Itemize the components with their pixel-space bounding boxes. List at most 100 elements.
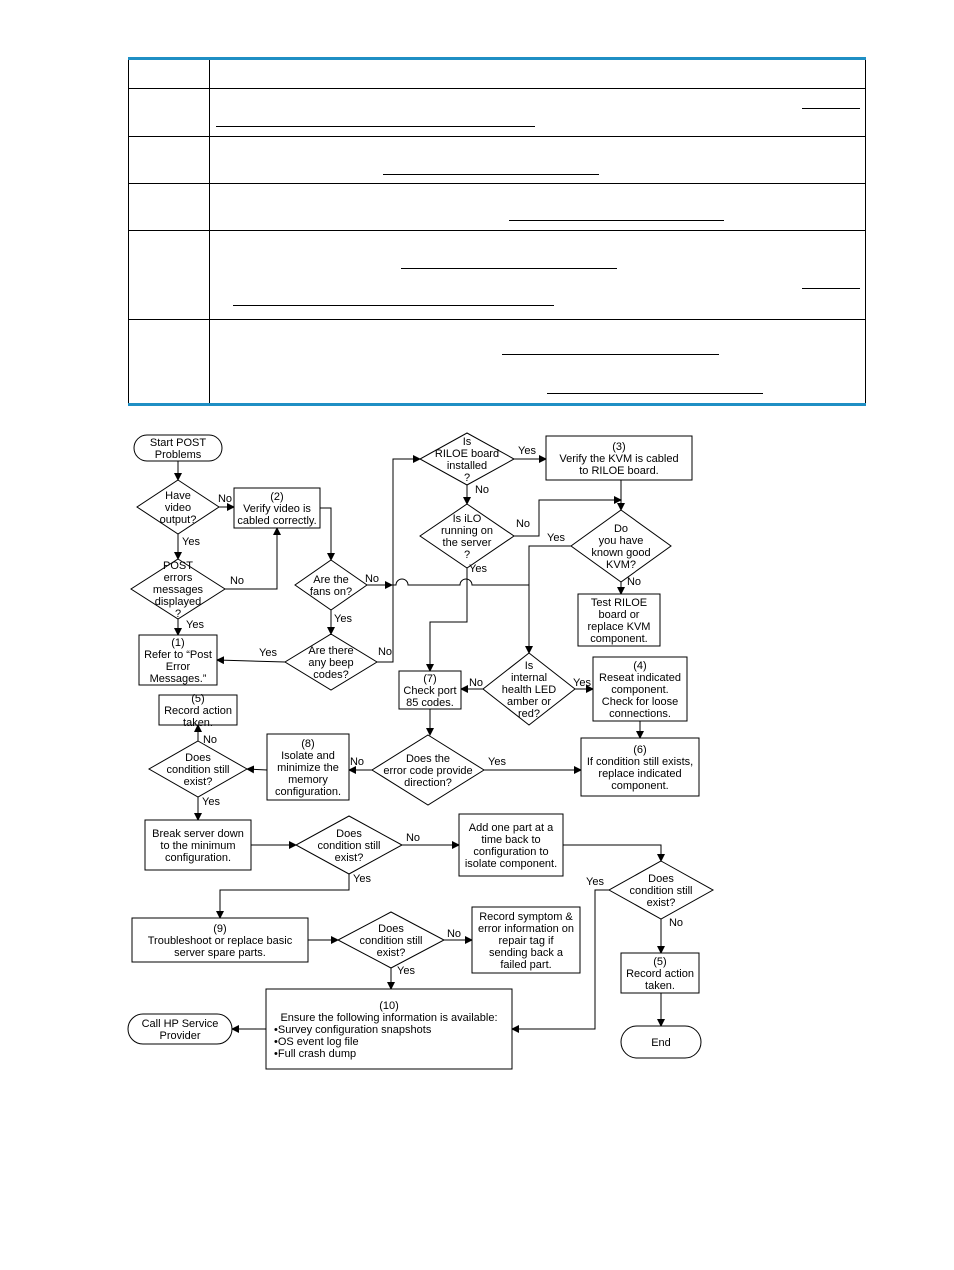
node-text: exist? — [184, 776, 213, 788]
table-link-underline — [216, 126, 535, 127]
table-bottom-border — [128, 403, 866, 406]
node-text: Is iLO — [453, 513, 482, 525]
node-text: Record action — [626, 968, 694, 980]
table-link-underline — [401, 268, 617, 269]
flow-arrow — [320, 507, 335, 561]
node-record-symptom: Record symptom &error information onrepa… — [471, 906, 581, 974]
node-text: memory — [288, 774, 328, 786]
node-text: fans on? — [310, 586, 352, 598]
node-text: internal — [511, 672, 547, 684]
table-link-underline — [802, 108, 860, 109]
node-text: Isolate and — [281, 750, 335, 762]
node-text: configuration to — [473, 846, 548, 858]
table-link-underline — [502, 354, 719, 355]
node-text: installed — [447, 460, 487, 472]
edge-label-no: No — [203, 734, 217, 746]
node-text: the server — [443, 537, 492, 549]
node-text: component. — [611, 684, 668, 696]
table-row-divider — [128, 319, 866, 320]
node-end: End — [620, 1025, 702, 1059]
node-text: POST — [163, 560, 193, 572]
node-text: repair tag if — [498, 935, 554, 947]
node-text: (6) — [633, 744, 646, 756]
node-text: configuration. — [275, 786, 341, 798]
node-text: cabled correctly. — [237, 515, 316, 527]
flow-arrow — [511, 889, 609, 1033]
node-text: Record symptom & — [479, 911, 573, 923]
node-text: sending back a — [489, 947, 564, 959]
table-link-underline — [509, 220, 724, 221]
edge-label-yes: Yes — [573, 677, 591, 689]
edge-label-yes: Yes — [397, 965, 415, 977]
node-text: Verify the KVM is cabled — [559, 453, 678, 465]
node-text: Have — [165, 490, 191, 502]
node-text: (5) — [191, 693, 204, 705]
flow-arrow — [246, 765, 268, 774]
node-text: If condition still exists, — [587, 756, 693, 768]
edge-label-no: No — [218, 493, 232, 505]
edge-label-yes: Yes — [334, 613, 352, 625]
node-text: (3) — [612, 441, 625, 453]
node-text: replace KVM — [588, 621, 651, 633]
node-text: error code provide — [383, 765, 472, 777]
edge-label-no: No — [406, 832, 420, 844]
node-text: isolate component. — [465, 858, 557, 870]
node-text: End — [651, 1037, 671, 1049]
table-row-divider — [128, 230, 866, 231]
node-text: you have — [599, 535, 644, 547]
node-text: condition still — [318, 840, 381, 852]
flow-arrow — [377, 455, 421, 663]
table-column-divider — [209, 60, 210, 403]
node-text: Is — [525, 660, 534, 672]
flow-arrow — [563, 844, 665, 862]
node-text: (9) — [213, 923, 226, 935]
node-text: 85 codes. — [406, 697, 454, 709]
node-text: Break server down — [152, 828, 244, 840]
node-text: KVM? — [606, 559, 636, 571]
node-text: displayed — [155, 596, 201, 608]
flow-arrow — [225, 527, 281, 590]
node-text: board or — [599, 609, 640, 621]
table-link-underline — [802, 288, 860, 289]
node-text: configuration. — [165, 852, 231, 864]
edge-label-no: No — [475, 484, 489, 496]
node-text: Error — [166, 661, 191, 673]
node-text: Does — [378, 923, 404, 935]
node-text: to RILOE board. — [579, 465, 659, 477]
node-text: Troubleshoot or replace basic — [148, 935, 293, 947]
node-text: Are there — [308, 645, 353, 657]
node-text: Reseat indicated — [599, 672, 681, 684]
node-text: condition still — [630, 885, 693, 897]
node-text: running on — [441, 525, 493, 537]
procedure-table — [128, 57, 866, 406]
node-text: ? — [175, 608, 181, 620]
edge-label-yes: Yes — [488, 756, 506, 768]
table-row-divider — [128, 88, 866, 89]
node-text: Test RILOE — [591, 597, 647, 609]
node-text: minimize the — [277, 762, 339, 774]
node-text: component. — [590, 633, 647, 645]
node-text: taken. — [183, 717, 213, 729]
edge-label-no: No — [447, 928, 461, 940]
node-text: Does — [185, 752, 211, 764]
table-right-border — [865, 60, 866, 403]
